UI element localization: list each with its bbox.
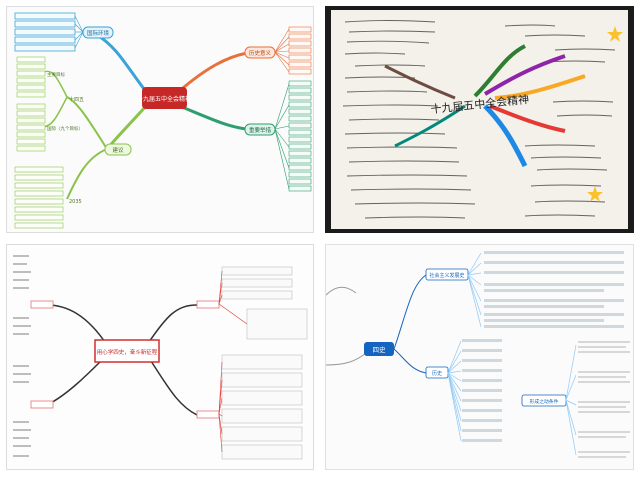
branch-suggestion: 建议 <box>112 146 124 154</box>
label-14th: 十四五 <box>69 96 84 103</box>
branch-measures: 重要举措 <box>249 126 272 134</box>
node-conditions: 形成之动条件 <box>530 398 559 405</box>
mindmap-2-canvas: 十九届五中全会精神 <box>331 10 628 229</box>
label-main-goals: 主要目标 <box>47 71 65 78</box>
mindmap-3-canvas: 用心学四史，奋斗新征程 <box>13 255 308 460</box>
branch-international: 国际环境 <box>87 29 110 37</box>
mindmap-1-canvas: 十九届五中全会精神 国际环境 历史意义 重要举措 建议 十四五 2035 主要目… <box>14 12 312 229</box>
central-topic-label: 用心学四史，奋斗新征程 <box>97 348 158 356</box>
central-topic <box>142 87 187 109</box>
mindmap-panel-2: 十九届五中全会精神 <box>325 6 634 233</box>
node-socialism-history: 社会主义发展史 <box>429 272 464 279</box>
mindmap-4-canvas: 四史 社会主义发展史 历史 形成之动条件 <box>326 251 630 458</box>
node-history: 历史 <box>432 370 442 377</box>
central-topic-label: 十九届五中全会精神 <box>137 95 191 103</box>
label-2035: 2035 <box>69 199 82 205</box>
central-topic <box>94 339 160 363</box>
central-topic-label: 四史 <box>373 345 387 354</box>
mindmap-panel-4: 四史 社会主义发展史 历史 形成之动条件 <box>325 244 634 470</box>
mindmap-panel-1: 十九届五中全会精神 国际环境 历史意义 重要举措 建议 十四五 2035 主要目… <box>6 6 314 233</box>
central-topic <box>364 342 394 356</box>
branch-history: 历史意义 <box>249 49 272 57</box>
mindmap-panel-3: 用心学四史，奋斗新征程 <box>6 244 314 470</box>
label-nine-goals: 国际（九个目标） <box>47 125 83 132</box>
